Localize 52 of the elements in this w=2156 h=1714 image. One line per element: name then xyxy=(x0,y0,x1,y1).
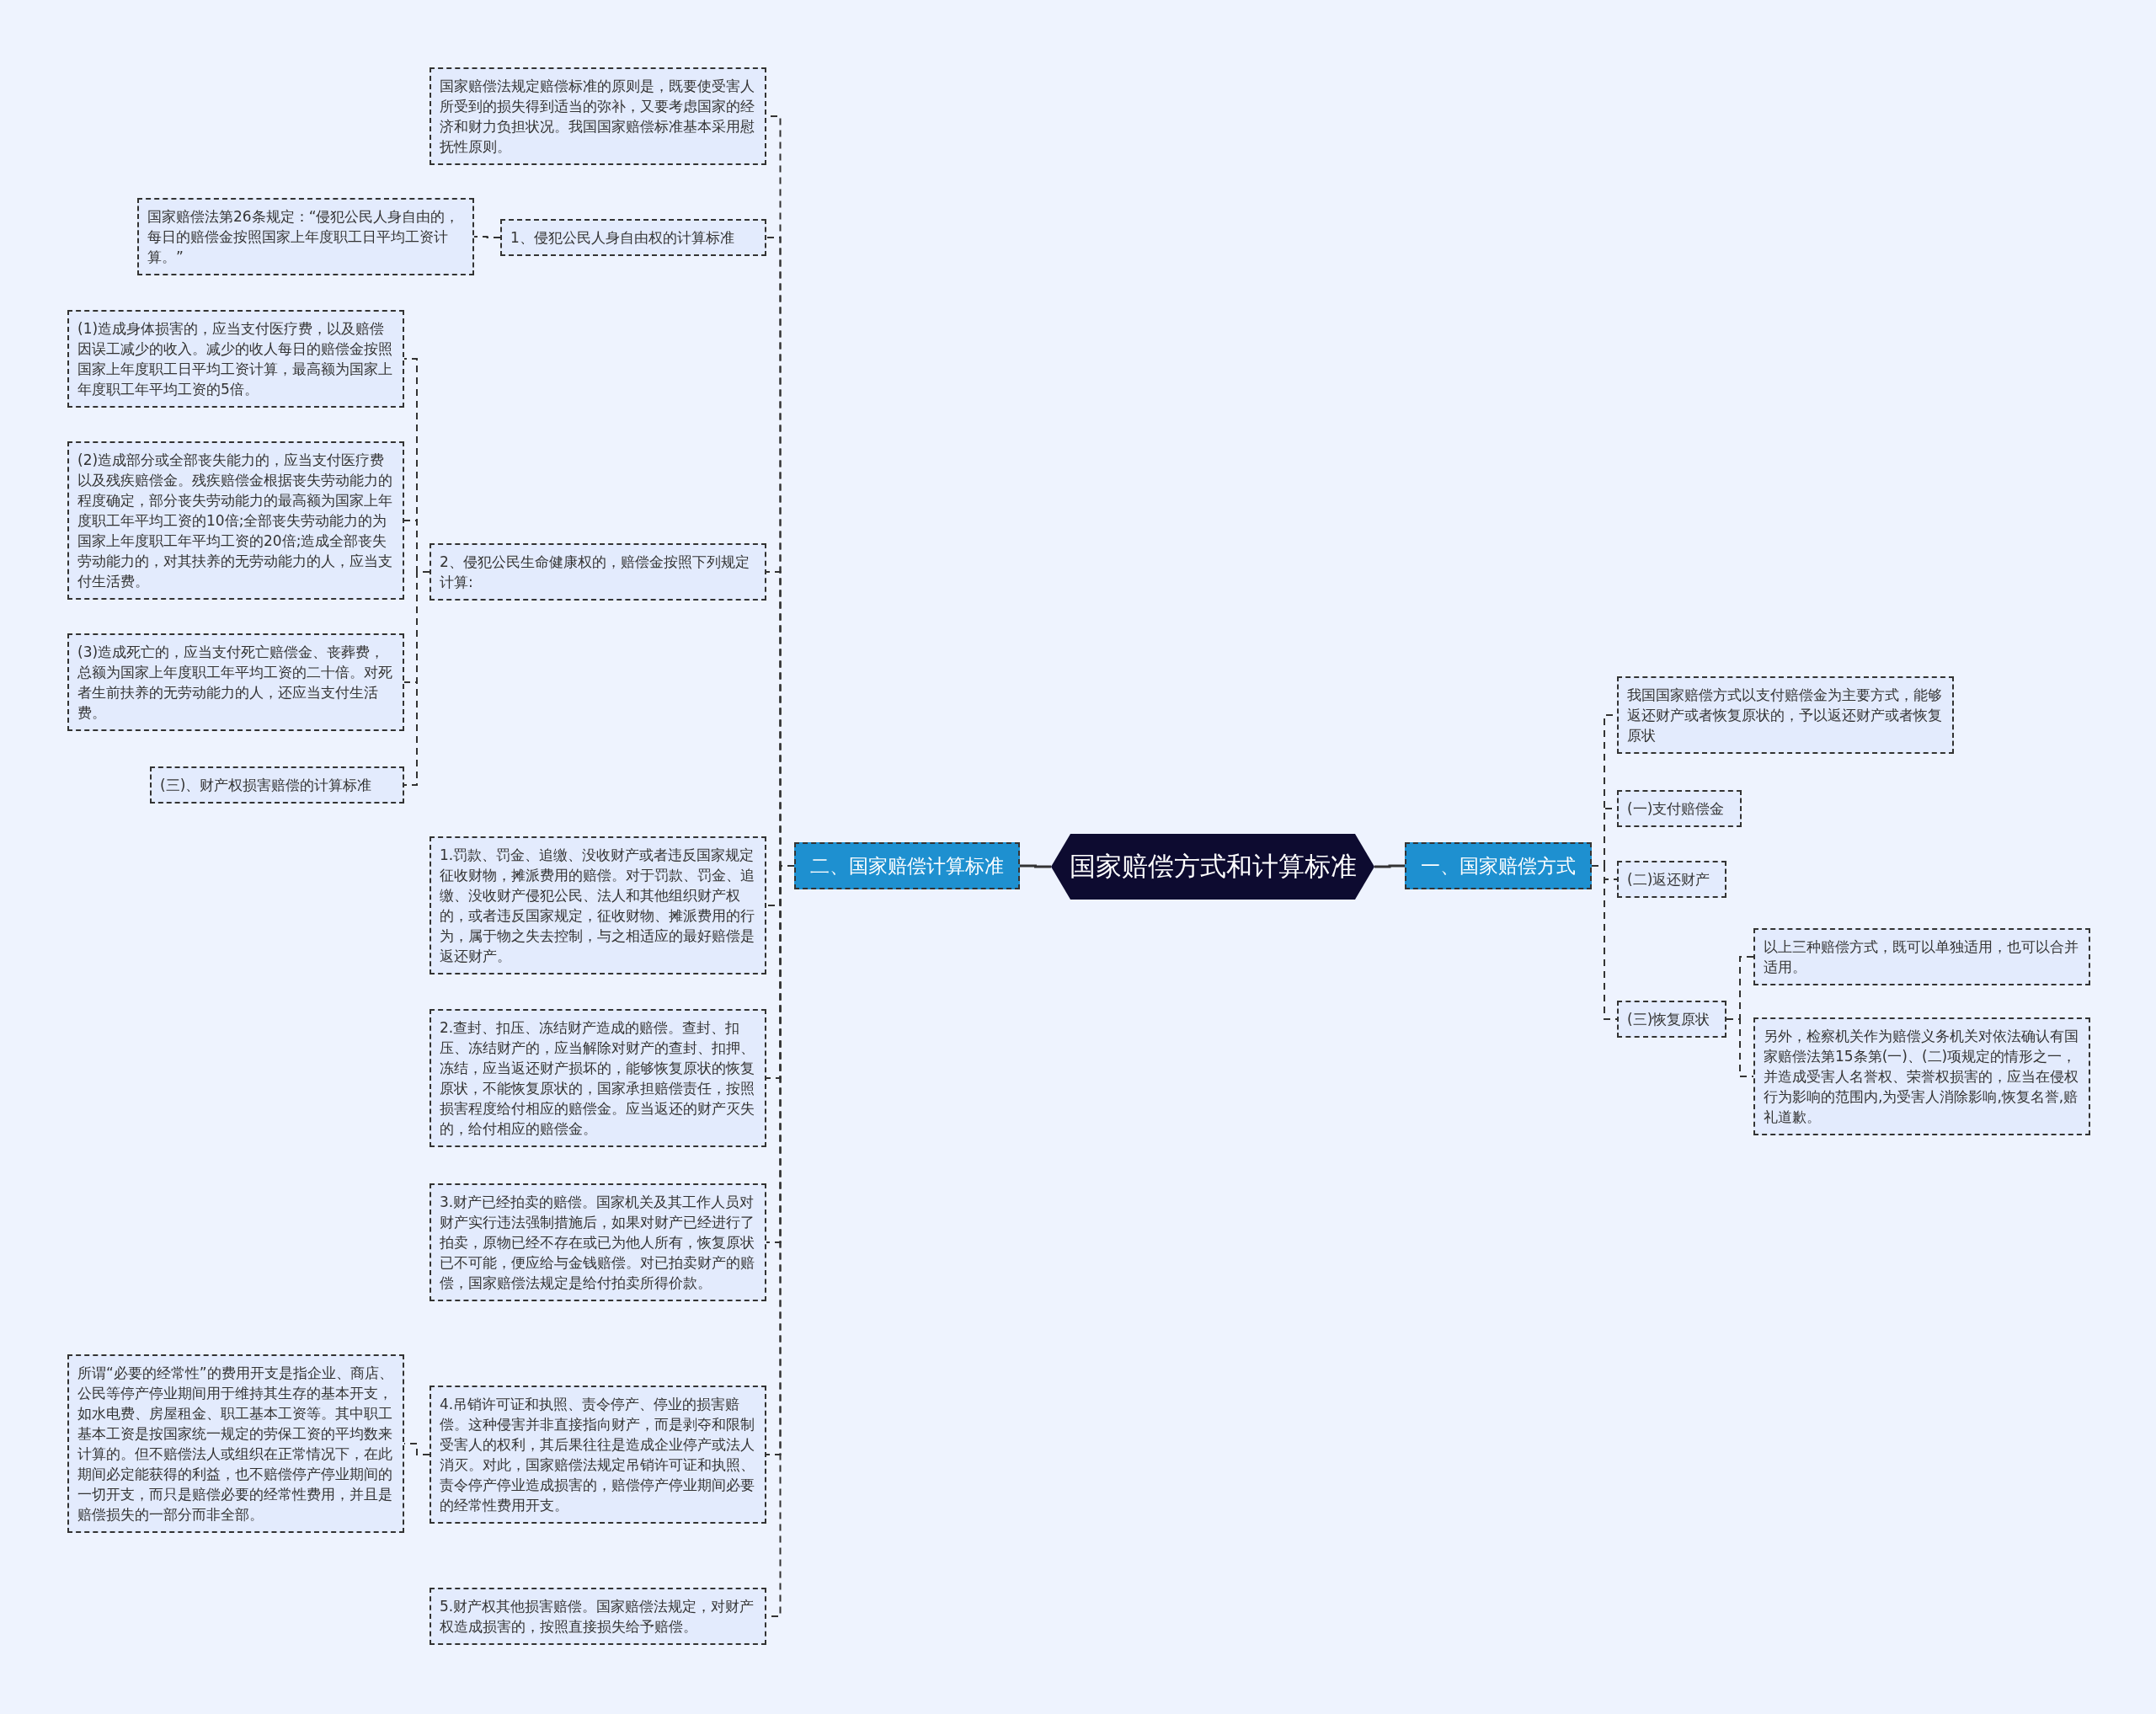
note-text: (三)、财产权损害赔偿的计算标准 xyxy=(160,777,372,793)
text-box xyxy=(430,1009,766,1147)
text-box xyxy=(67,633,404,731)
note-text: 1、侵犯公民人身自由权的计算标准 xyxy=(510,229,734,246)
note-text: 另外，检察机关作为赔偿义务机关对依法确认有国家赔偿法第15条第(一)、(二)项规定的情形之一，并造成受害人名誉权、荣誉权损害的，应当在侵权行为影响的范围内,为受害人消除影响,恢复名誉,赔礼道歉。 xyxy=(1764,1028,2079,1125)
note-text: (1)造成身体损害的，应当支付医疗费，以及赔偿因误工减少的收入。减少的收人每日的赔偿金按照国家上年度职工日平均工资计算，最高额为国家上年度职工年平均工资的5倍。 xyxy=(77,320,392,398)
note-text: 2.查封、扣压、冻结财产造成的赔偿。查封、扣压、冻结财产的，应当解除对财产的查封、扣押、冻结，应当返还财产损坏的，能够恢复原状的恢复原状，不能恢复原状的，国家承担赔偿责任，按照损害程度给付相应的赔偿金。应当返还的财产灭失的，给付相应的赔偿金。 xyxy=(440,1019,755,1137)
note-text: 3.财产已经拍卖的赔偿。国家机关及其工作人员对财产实行违法强制措施后，如果对财产已经进行了拍卖，原物已经不存在或已为他人所有，恢复原状已不可能，便应给与金钱赔偿。对已拍卖财产的赔偿，国家赔偿法规定是给付拍卖所得价款。 xyxy=(440,1193,755,1291)
note-text: 国家赔偿法规定赔偿标准的原则是，既要使受害人所受到的损失得到适当的弥补，又要考虑国家的经济和财力负担状况。我国国家赔偿标准基本采用慰抚性原则。 xyxy=(440,77,755,155)
note-text: 所谓“必要的经常性”的费用开支是指企业、商店、公民等停产停业期间用于维持其生存的基本开支，如水电费、房屋租金、职工基本工资等。其中职工基本工资是按国家统一规定的劳保工资的平均数来计算的。但不赔偿法人或组织在正常情况下，在此期间必定能获得的利益，也不赔偿停产停业期间的一切开支，而只是赔偿必要的经常性费用，并且是赔偿损失的一部分而非全部。 xyxy=(77,1364,393,1523)
topic-label: 一、国家赔偿方式 xyxy=(1421,853,1576,878)
topic-label: 二、国家赔偿计算标准 xyxy=(810,853,1004,878)
note-text: (二)返还财产 xyxy=(1627,871,1710,888)
note-text: 1.罚款、罚金、追缴、没收财产或者违反国家规定征收财物，摊派费用的赔偿。对于罚款、罚金、追缴、没收财产侵犯公民、法人和其他组织财产权的，或者违反国家规定，征收财物、摊派费用的行为，属于物之失去控制，与之相适应的最好赔偿是返还财产。 xyxy=(440,846,755,964)
text-box xyxy=(1617,676,1954,754)
text-box xyxy=(1617,790,1742,827)
text-box xyxy=(430,543,766,601)
text-box xyxy=(67,441,404,600)
note-text: 以上三种赔偿方式，既可以单独适用，也可以合并适用。 xyxy=(1764,938,2079,975)
note-text: (三)恢复原状 xyxy=(1627,1011,1710,1028)
text-box xyxy=(1617,861,1726,898)
connector-line xyxy=(473,236,501,238)
note-text: (一)支付赔偿金 xyxy=(1627,800,1725,817)
text-box xyxy=(430,67,766,165)
text-box xyxy=(430,1588,766,1645)
text-box xyxy=(430,1386,766,1524)
connector-line xyxy=(1374,864,1405,868)
text-box xyxy=(1753,928,2090,985)
note-text: 2、侵犯公民生命健康权的，赔偿金按照下列规定计算: xyxy=(440,553,750,590)
note-text: (3)造成死亡的，应当支付死亡赔偿金、丧葬费，总额为国家上年度职工年平均工资的二十倍。对死者生前扶养的无劳动能力的人，还应当支付生活费。 xyxy=(77,643,392,721)
text-box xyxy=(150,766,404,804)
text-box xyxy=(137,198,474,275)
topic-label: 国家赔偿方式和计算标准 xyxy=(1069,850,1357,883)
text-box xyxy=(67,310,404,408)
note-text: 5.财产权其他损害赔偿。国家赔偿法规定，对财产权造成损害的，按照直接损失给予赔偿。 xyxy=(440,1598,755,1635)
connector-line xyxy=(1726,1018,1754,1077)
text-box xyxy=(1753,1017,2090,1135)
text-box xyxy=(500,219,766,256)
note-text: 国家赔偿法第26条规定：“侵犯公民人身自由的，每日的赔偿金按照国家上年度职工日平均工资计算。” xyxy=(147,208,460,265)
branch-topic-box xyxy=(1405,842,1592,889)
connector-line xyxy=(1591,865,1618,1020)
text-box xyxy=(430,1183,766,1301)
connector-line xyxy=(403,571,430,786)
note-text: (2)造成部分或全部丧失能力的，应当支付医疗费以及残疾赔偿金。残疾赔偿金根据丧失劳动能力的程度确定，部分丧失劳动能力的最高额为国家上年度职工年平均工资的10倍;全部丧失劳动能力的为国家上年度职工年平均工资的20倍;造成全部丧失劳动能力的，对其扶养的无劳动能力的人，应当支付生活费。 xyxy=(77,451,392,590)
central-topic-hexagon xyxy=(1051,834,1374,900)
branch-topic-box xyxy=(794,842,1020,889)
note-text: 我国国家赔偿方式以支付赔偿金为主要方式，能够返还财产或者恢复原状的，予以返还财产或者恢复原状 xyxy=(1627,686,1942,744)
text-box xyxy=(430,836,766,974)
text-box xyxy=(1617,1001,1726,1038)
text-box xyxy=(67,1354,404,1533)
connector-line xyxy=(1020,864,1051,868)
note-text: 4.吊销许可证和执照、责令停产、停业的损害赔偿。这种侵害并非直接指向财产，而是剥夺和限制受害人的权利，其后果往往是造成企业停产或法人消灭。对此，国家赔偿法规定吊销许可证和执照、责令停产停业造成损害的，赔偿停产停业期间必要的经常性费用开支。 xyxy=(440,1396,755,1514)
